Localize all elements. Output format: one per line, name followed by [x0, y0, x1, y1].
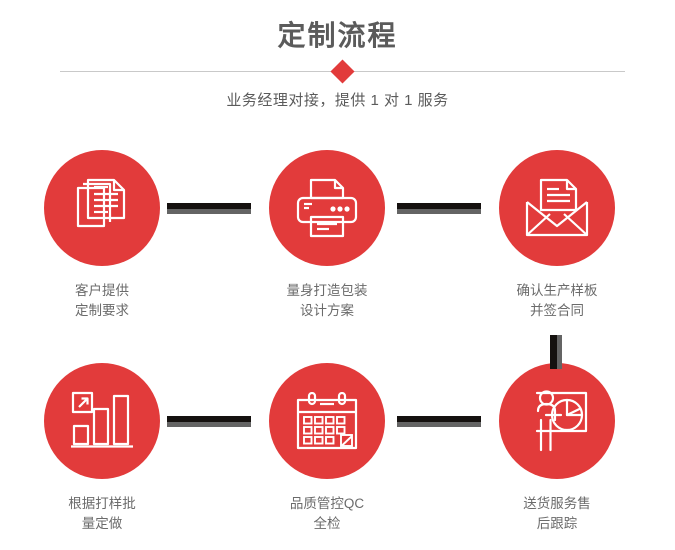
printer-icon: [296, 178, 358, 238]
flow-step-4-label: 根据打样批 量定做: [68, 496, 136, 531]
connector-shadow: [557, 335, 562, 369]
flow-step-4[interactable]: 根据打样批 量定做: [7, 363, 197, 534]
connector-bar: [550, 335, 557, 369]
flow-step-5-label: 品质管控QC 全检: [289, 496, 365, 531]
connector-step4-step5: [167, 416, 251, 428]
flow-step-5-icon-circle: [269, 363, 385, 479]
connector-step5-step6: [397, 416, 481, 428]
connector-bar: [397, 416, 481, 422]
connector-shadow: [397, 209, 481, 214]
flow-step-1-icon-circle: [44, 150, 160, 266]
process-flow-diagram: 客户提供 定制要求: [0, 130, 675, 550]
connector-step2-step3: [397, 203, 481, 215]
connector-step3-step6: [550, 335, 562, 369]
page-title: 定制流程: [277, 20, 398, 51]
flow-step-2-label: 量身打造包装 设计方案: [286, 283, 368, 318]
flow-step-2[interactable]: 量身打造包装 设计方案: [232, 150, 422, 321]
connector-step1-step2: [167, 203, 251, 215]
flow-step-6[interactable]: 送货服务售 后跟踪: [462, 363, 652, 534]
flow-step-1[interactable]: 客户提供 定制要求: [7, 150, 197, 321]
connector-bar: [167, 416, 251, 422]
presentation-pie-chart-icon: [535, 390, 588, 452]
connector-shadow: [167, 209, 251, 214]
flow-step-1-label: 客户提供 定制要求: [75, 283, 129, 318]
header-divider: [60, 58, 625, 86]
flow-step-2-icon-circle: [269, 150, 385, 266]
page-header: 定制流程 业务经理对接，提供 1 对 1 服务: [0, 0, 675, 130]
flow-step-6-icon-circle: [499, 363, 615, 479]
connector-shadow: [167, 422, 251, 427]
page-subtitle: 业务经理对接，提供 1 对 1 服务: [226, 92, 449, 109]
calendar-check-icon: [296, 392, 358, 450]
connector-bar: [397, 203, 481, 209]
documents-stack-icon: [76, 178, 126, 228]
connector-shadow: [397, 422, 481, 427]
flow-step-3-icon-circle: [499, 150, 615, 266]
diamond-marker-icon: [330, 58, 355, 84]
bar-chart-growth-icon: [71, 391, 133, 448]
envelope-letter-icon: [525, 178, 589, 237]
flow-step-3[interactable]: 确认生产样板 并签合同: [462, 150, 652, 321]
flow-step-5[interactable]: 品质管控QC 全检: [232, 363, 422, 534]
flow-step-3-label: 确认生产样板 并签合同: [516, 283, 598, 318]
flow-step-6-label: 送货服务售 后跟踪: [523, 496, 591, 531]
connector-bar: [167, 203, 251, 209]
flow-step-4-icon-circle: [44, 363, 160, 479]
